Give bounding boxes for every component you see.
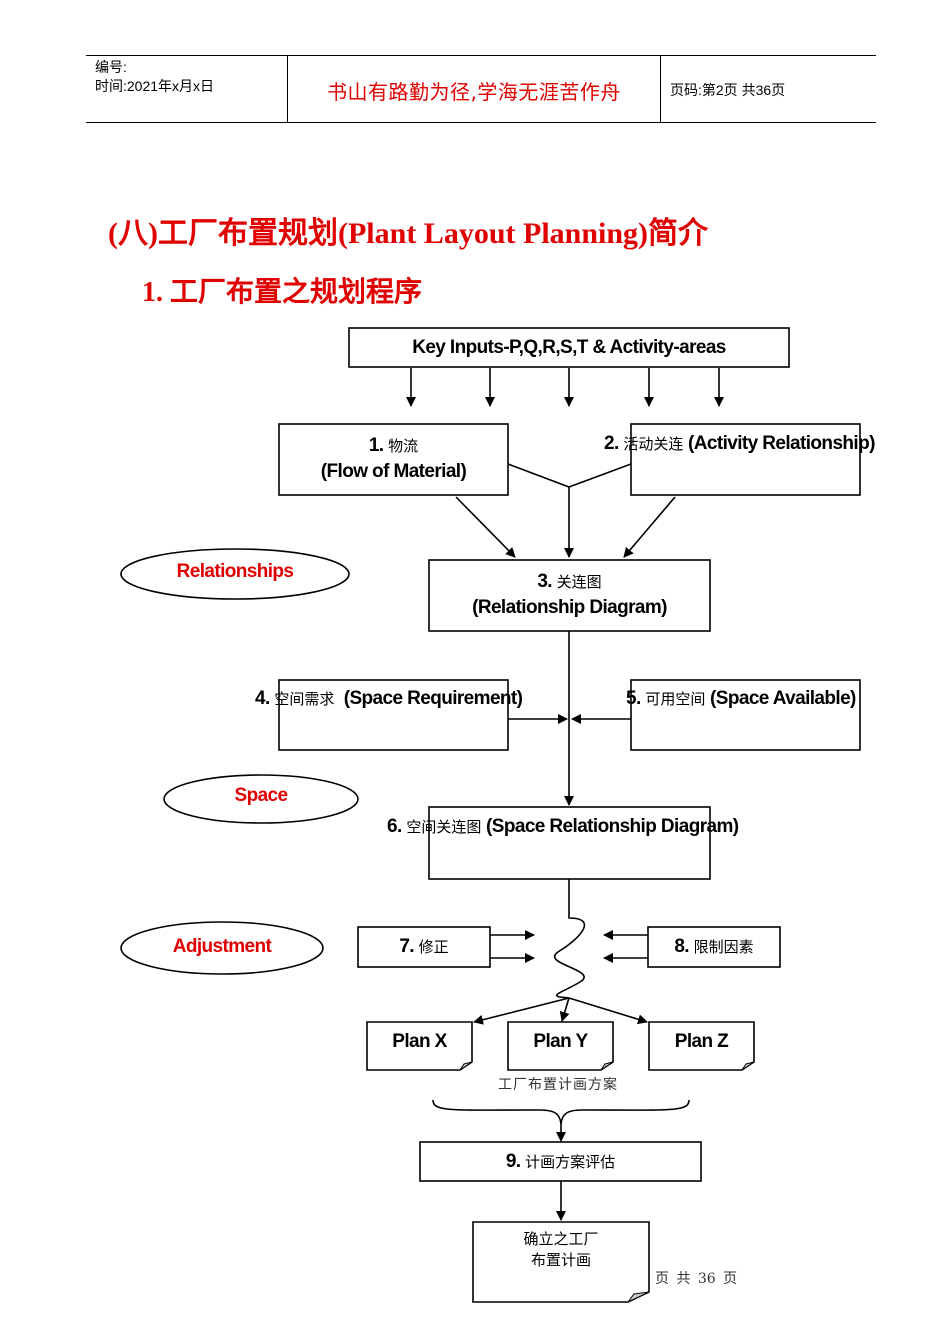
step1-label: 1. 物流 (Flow of Material): [279, 433, 508, 484]
step1-box: [278, 423, 509, 496]
step5-label: 5. 可用空间 (Space Available): [626, 688, 856, 710]
header-meta: 编号: 时间:2021年x月x日: [95, 58, 214, 96]
phase-ellipse-relationships: [120, 548, 350, 600]
header-bottom-rule: [86, 122, 876, 123]
section-title: (八)工厂布置规划(Plant Layout Planning)简介: [108, 217, 709, 250]
footer-page-total: 页 共 36 页: [655, 1271, 738, 1287]
step2-cn: 活动关连: [623, 436, 684, 453]
step3-cn: 关连图: [556, 574, 602, 591]
doc-number-label: 编号:: [95, 59, 127, 75]
step8-label: 8. 限制因素: [648, 936, 780, 958]
key-inputs-label: Key Inputs-P,Q,R,S,T & Activity-areas: [412, 337, 726, 358]
key-inputs-box: [348, 327, 790, 368]
header-page-info: 页码:第2页 共36页: [670, 82, 786, 98]
phase-label-adjustment: Adjustment: [172, 936, 272, 957]
brace: [432, 1099, 690, 1125]
step4-num: 4.: [255, 688, 270, 709]
date-label: 时间:2021年x月x日: [95, 78, 215, 94]
arrow: [473, 997, 570, 1025]
header-top-rule: [86, 55, 876, 56]
final-line-1: 确立之工厂: [523, 1231, 599, 1248]
header-divider: [287, 55, 288, 123]
final-line-2: 布置计画: [530, 1252, 591, 1269]
step3-box: [428, 559, 711, 632]
connector: [507, 463, 632, 488]
step6-cn: 空间关连图: [406, 819, 482, 836]
arrow: [568, 997, 648, 1025]
phase-label-relationships: Relationships: [176, 561, 294, 582]
plan-y-label: Plan Y: [533, 1031, 588, 1052]
header-motto: 书山有路勤为径,学海无涯苦作舟: [327, 80, 621, 104]
step7-cn: 修正: [418, 939, 449, 956]
step1-num: 1.: [368, 435, 384, 456]
step9-num: 9.: [505, 1151, 521, 1172]
step6-en: (Space Relationship Diagram): [486, 816, 739, 837]
arrow: [623, 496, 676, 558]
step9-label: 9. 计画方案评估: [420, 1151, 701, 1173]
plan-z-label: Plan Z: [674, 1031, 729, 1052]
step4-en: (Space Requirement): [343, 688, 523, 709]
step5-num: 5.: [626, 688, 641, 709]
section-subtitle: 1. 工厂布置之规划程序: [142, 277, 423, 308]
step9-cn: 计画方案评估: [525, 1154, 616, 1171]
phase-ellipse-adjustment: [120, 921, 324, 975]
step8-box: [647, 926, 781, 968]
phase-ellipse-space: [163, 774, 359, 824]
arrow: [455, 496, 516, 558]
step6-num: 6.: [387, 816, 402, 837]
step7-box: [357, 926, 491, 968]
step9-box: [419, 1141, 702, 1182]
step5-cn: 可用空间: [645, 691, 706, 708]
step2-box: [630, 423, 861, 496]
plans-caption: 工厂布置计画方案: [498, 1077, 618, 1093]
step6-box: [428, 806, 711, 880]
step2-label: 2. 活动关连 (Activity Relationship): [604, 433, 875, 455]
step8-cn: 限制因素: [693, 939, 754, 956]
step8-num: 8.: [674, 936, 689, 957]
step3-num: 3.: [537, 571, 552, 592]
step4-label: 4. 空间需求 (Space Requirement): [255, 688, 523, 710]
step3-en: (Relationship Diagram): [472, 597, 667, 618]
plan-x-label: Plan X: [392, 1031, 447, 1052]
step1-en: (Flow of Material): [320, 461, 467, 482]
final-plan-label: 确立之工厂 布置计画: [473, 1229, 649, 1271]
step7-num: 7.: [399, 936, 414, 957]
step5-en: (Space Available): [710, 688, 856, 709]
step7-label: 7. 修正: [358, 936, 490, 958]
step5-box: [630, 679, 861, 751]
step3-label: 3. 关连图 (Relationship Diagram): [429, 569, 710, 620]
arrow: [559, 997, 570, 1022]
step6-label: 6. 空间关连图 (Space Relationship Diagram): [387, 816, 739, 838]
step2-num: 2.: [604, 433, 619, 454]
step4-box: [278, 679, 509, 751]
step2-en: (Activity Relationship): [688, 433, 875, 454]
header-divider: [660, 55, 661, 123]
phase-label-space: Space: [234, 785, 289, 806]
adjustment-wave: [554, 879, 586, 999]
step4-cn: 空间需求: [274, 691, 335, 708]
step1-cn: 物流: [388, 438, 419, 455]
